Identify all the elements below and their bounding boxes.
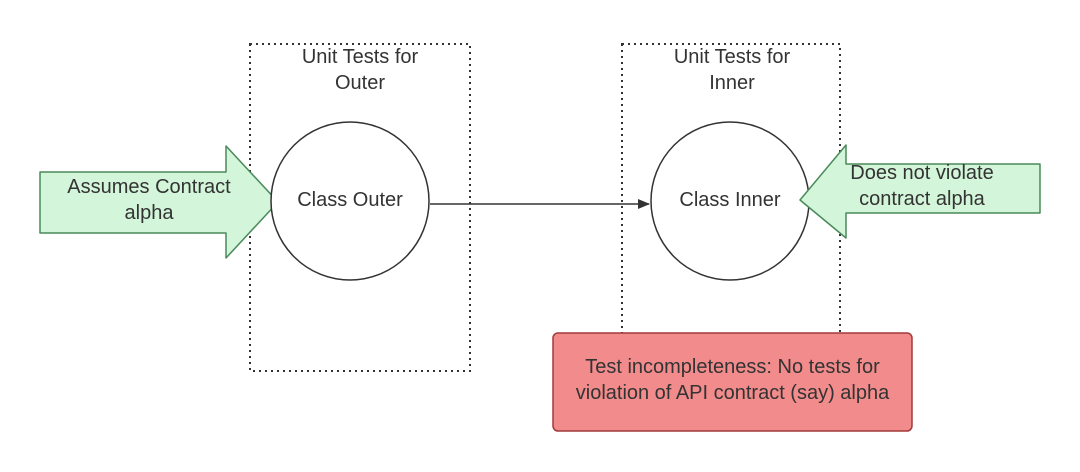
inner-title-line: Inner — [709, 72, 755, 94]
inner-test-boundary — [621, 43, 841, 335]
outer-test-boundary-title: Unit Tests for Outer — [250, 44, 470, 96]
assumes-line: Assumes Contract — [67, 176, 231, 198]
violate-line: Does not violate — [850, 162, 994, 184]
class-inner-label: Class Inner — [679, 189, 781, 211]
assumes-contract-arrow — [39, 145, 279, 259]
class-outer-node — [270, 121, 430, 281]
assumes-line: alpha — [124, 202, 174, 224]
outer-title-line: Unit Tests for — [301, 46, 419, 68]
inner-test-boundary-title: Unit Tests for Inner — [622, 44, 842, 96]
violate-line: contract alpha — [859, 188, 985, 210]
does-not-violate-arrow — [799, 144, 1041, 239]
incompleteness-note-label: Test incompleteness: No tests for violat… — [553, 354, 912, 406]
does-not-violate-label: Does not violate contract alpha — [822, 160, 1022, 212]
note-line: violation of API contract (say) alpha — [575, 382, 890, 404]
assumes-contract-label: Assumes Contract alpha — [44, 174, 254, 226]
incompleteness-note-box — [552, 332, 913, 432]
outer-title-line: Outer — [334, 72, 386, 94]
inner-title-line: Unit Tests for — [673, 46, 791, 68]
note-line: Test incompleteness: No tests for — [585, 356, 880, 378]
class-outer-label: Class Outer — [297, 189, 403, 211]
